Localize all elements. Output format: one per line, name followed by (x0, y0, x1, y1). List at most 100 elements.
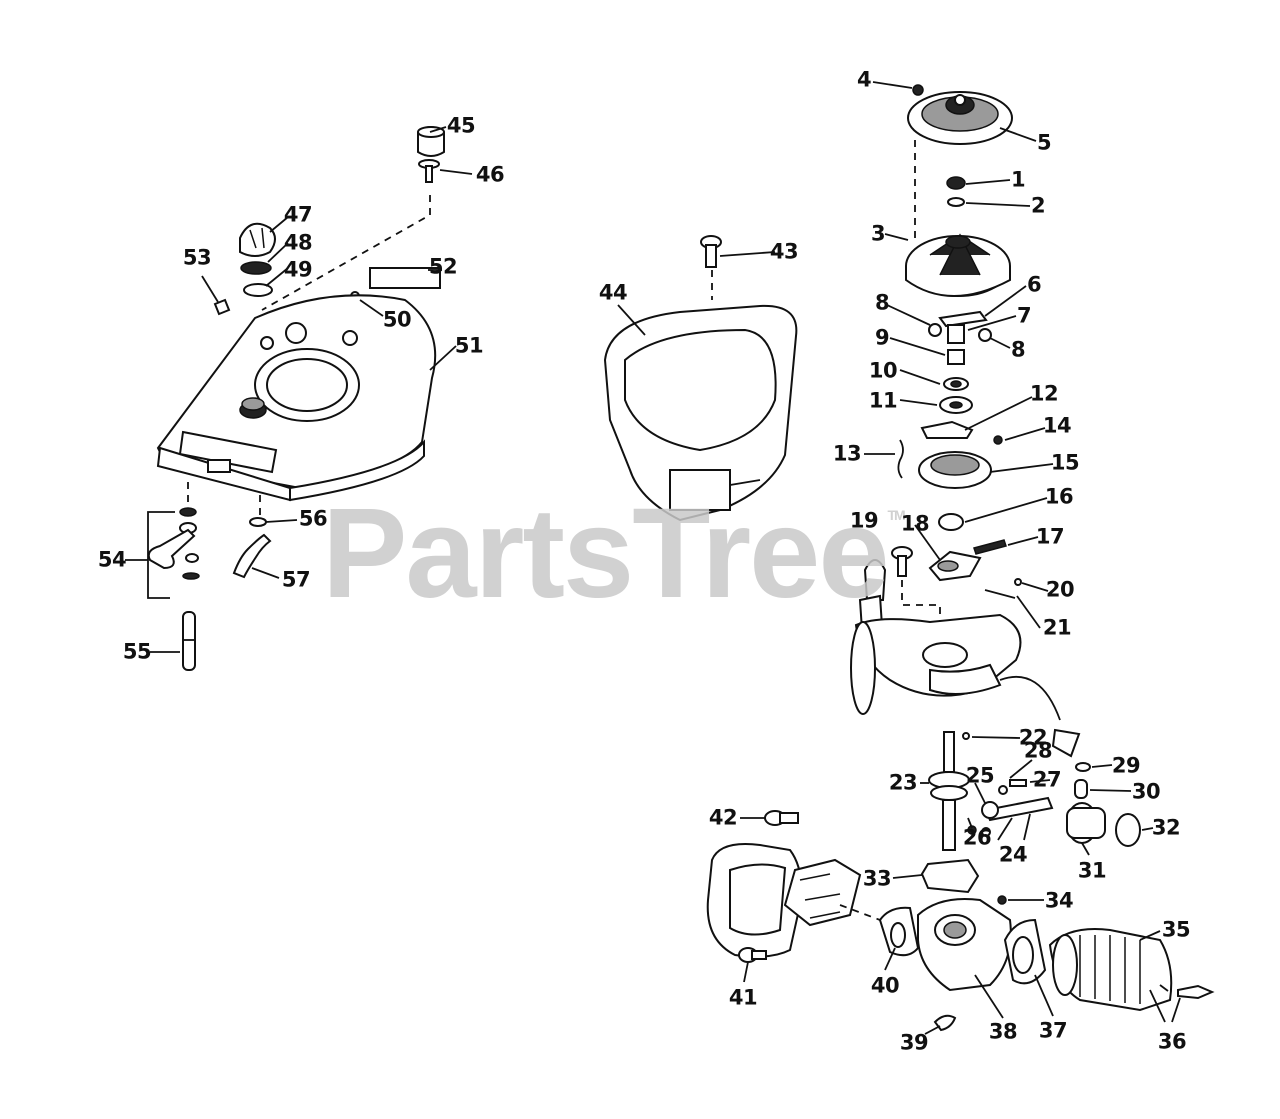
watermark: PartsTreeTM (322, 490, 906, 618)
leader-46-dashed (261, 195, 431, 311)
callout-10: 10 (868, 358, 898, 383)
callout-5: 5 (1036, 130, 1052, 155)
part-40-gasket (878, 906, 920, 957)
callout-7: 7 (1016, 303, 1032, 328)
part-47-cap (239, 222, 276, 257)
part-32-ring (1115, 813, 1141, 847)
part-1-nut (946, 176, 966, 190)
callout-23: 23 (888, 770, 918, 795)
dash-19 (901, 580, 941, 625)
part-17-spring (973, 539, 1007, 555)
callout-6: 6 (1026, 272, 1042, 297)
callout-11: 11 (868, 388, 898, 413)
callout-21: 21 (1042, 615, 1072, 640)
callout-57: 57 (281, 567, 311, 592)
callout-48: 48 (283, 230, 313, 255)
part-55-pin (182, 611, 196, 671)
part-38-crankcase (917, 898, 1012, 992)
parts-24-28-connecting-rod (967, 779, 1054, 837)
part-16-bushing (938, 513, 964, 531)
callout-46: 46 (475, 162, 505, 187)
callout-32: 32 (1151, 815, 1181, 840)
callout-25: 25 (965, 763, 995, 788)
callout-4: 4 (856, 67, 872, 92)
callout-34: 34 (1044, 888, 1074, 913)
part-14-screw (993, 435, 1003, 445)
callout-2: 2 (1030, 193, 1046, 218)
part-48-washer (240, 261, 272, 275)
part-29-ring (1075, 762, 1091, 772)
callout-18: 18 (900, 511, 930, 536)
part-13-spring (897, 439, 904, 479)
callout-17: 17 (1035, 524, 1065, 549)
part-51-blower-housing (156, 294, 437, 502)
callout-40: 40 (870, 973, 900, 998)
callout-56: 56 (298, 506, 328, 531)
callout-55: 55 (122, 639, 152, 664)
part-57-tube (232, 533, 272, 579)
callout-22: 22 (1018, 725, 1048, 750)
part-35-cylinder (1048, 928, 1173, 1012)
part-5-rewind-starter (907, 91, 1013, 145)
part-34-screw (997, 895, 1007, 905)
part-36-spark-plug (1159, 984, 1215, 1000)
callout-29: 29 (1111, 753, 1141, 778)
part-12-bracket (920, 420, 974, 439)
part-33-gasket (920, 858, 980, 894)
part-4-screw (912, 84, 924, 96)
callout-28: 28 (1023, 738, 1053, 763)
callout-51: 51 (454, 333, 484, 358)
part-41-screw (738, 947, 767, 963)
callout-54: 54 (97, 547, 127, 572)
callout-31: 31 (1077, 858, 1107, 883)
callout-30: 30 (1131, 779, 1161, 804)
part-56-washer (249, 517, 267, 527)
callout-47: 47 (283, 202, 313, 227)
part-49-filter (243, 283, 273, 297)
callout-33: 33 (862, 866, 892, 891)
callout-8-left: 8 (874, 290, 890, 315)
watermark-tm: TM (887, 507, 906, 523)
part-43-screw (700, 235, 722, 268)
part-22-key (962, 732, 970, 740)
callout-53: 53 (182, 245, 212, 270)
callout-26: 26 (962, 825, 992, 850)
callout-41: 41 (728, 985, 758, 1010)
callout-45: 45 (446, 113, 476, 138)
callout-13: 13 (832, 441, 862, 466)
callout-36: 36 (1157, 1029, 1187, 1054)
part-37-gasket (1003, 918, 1047, 985)
callout-35: 35 (1161, 917, 1191, 942)
callout-9: 9 (874, 325, 890, 350)
part-46-screw (418, 159, 440, 183)
part-19-screw (891, 546, 913, 577)
callout-1: 1 (1010, 167, 1026, 192)
callout-8-right: 8 (1010, 337, 1026, 362)
callout-3: 3 (870, 221, 886, 246)
part-20-clip (1014, 578, 1022, 586)
callout-39: 39 (899, 1030, 929, 1055)
leader-lines (125, 81, 1181, 1035)
engine-block (850, 559, 1081, 758)
callout-38: 38 (988, 1019, 1018, 1044)
part-23-crankshaft (928, 731, 970, 851)
part-15-cup (918, 451, 992, 489)
part-30-pin (1074, 779, 1088, 799)
callout-49: 49 (283, 257, 313, 282)
callout-14: 14 (1042, 413, 1072, 438)
callout-50: 50 (382, 307, 412, 332)
callout-16: 16 (1044, 484, 1074, 509)
part-45-knob (417, 126, 445, 157)
part-52-decal (369, 267, 441, 289)
part-53-label (213, 298, 231, 316)
callout-19: 19 (849, 508, 879, 533)
part-3-flywheel (905, 233, 1011, 297)
callout-44: 44 (598, 280, 628, 305)
callout-24: 24 (998, 842, 1028, 867)
part-21-link (984, 589, 1016, 599)
callout-20: 20 (1045, 577, 1075, 602)
part-2-washer (947, 197, 965, 207)
part-31-piston (1066, 802, 1106, 844)
